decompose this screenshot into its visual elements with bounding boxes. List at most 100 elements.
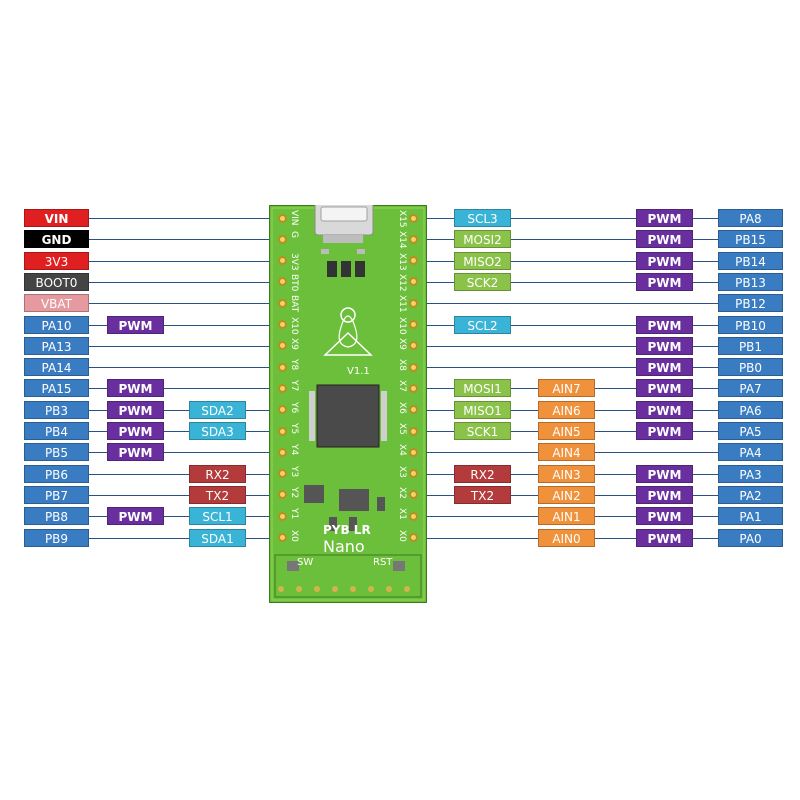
connector-line	[89, 261, 282, 262]
board-rst-label: RST	[373, 557, 393, 568]
connector-line	[415, 282, 718, 283]
pin-label-pb5: PB5	[24, 443, 89, 462]
board-pin-silk-right: X3	[397, 465, 407, 478]
function-label-pwm: PWM	[636, 230, 693, 249]
header-pad	[278, 469, 287, 479]
board-version: V1.1	[347, 366, 370, 377]
board-pin-silk-left: X0	[289, 529, 299, 542]
function-label-scl3: SCL3	[454, 209, 511, 227]
header-pad	[278, 298, 287, 308]
header-pad	[409, 447, 418, 457]
function-label-ain0: AIN0	[538, 528, 595, 547]
connector-line	[415, 218, 718, 219]
header-pad	[278, 213, 287, 223]
function-label-pwm: PWM	[107, 400, 164, 419]
board-pin-silk-right: X0	[397, 529, 407, 542]
pin-label-pa1: PA1	[718, 507, 783, 526]
board-pin-silk-left: 3V3	[289, 252, 299, 271]
board-pin-silk-right: X9	[397, 337, 407, 350]
header-pad	[278, 490, 287, 500]
function-label-rx2: RX2	[454, 464, 511, 483]
pin-label-pa15: PA15	[24, 379, 89, 398]
pin-label-pb6: PB6	[24, 464, 89, 483]
function-label-sck2: SCK2	[454, 272, 511, 291]
board-pin-silk-right: X2	[397, 486, 407, 499]
function-label-pwm: PWM	[107, 443, 164, 462]
function-label-ain2: AIN2	[538, 485, 595, 504]
header-pad	[409, 341, 418, 351]
connector-line	[415, 325, 718, 326]
board-sw-label: SW	[297, 557, 314, 568]
board-pin-silk-right: X1	[397, 508, 407, 521]
function-label-pwm: PWM	[636, 379, 693, 398]
header-pad	[409, 234, 418, 244]
connector-line	[89, 474, 282, 475]
pin-label-pa6: PA6	[718, 400, 783, 419]
pin-label-pb1: PB1	[718, 336, 783, 355]
function-label-ain4: AIN4	[538, 443, 595, 462]
function-label-tx2: TX2	[189, 485, 246, 504]
pin-label-gnd: GND	[24, 230, 89, 249]
function-label-pwm: PWM	[636, 209, 693, 227]
header-pad	[278, 234, 287, 244]
board-pin-silk-left: BAT	[289, 295, 299, 313]
pin-label-pb15: PB15	[718, 230, 783, 249]
header-pad	[409, 426, 418, 436]
function-label-pwm: PWM	[636, 507, 693, 526]
board-pin-silk-right: X7	[397, 380, 407, 393]
pin-label-pb7: PB7	[24, 485, 89, 504]
header-pad	[278, 405, 287, 415]
pin-label-pb4: PB4	[24, 422, 89, 440]
function-label-pwm: PWM	[636, 315, 693, 334]
function-label-pwm: PWM	[107, 507, 164, 526]
pin-label-pa7: PA7	[718, 379, 783, 398]
header-pad	[278, 256, 287, 266]
board-pin-silk-right: X8	[397, 359, 407, 371]
header-pad	[409, 490, 418, 500]
header-pad	[278, 533, 287, 542]
connector-line	[89, 303, 282, 304]
board-pin-silk-left: BT0	[289, 273, 299, 292]
header-pad	[278, 383, 287, 393]
header-pad	[409, 383, 418, 393]
pin-label-pa14: PA14	[24, 358, 89, 377]
connector-line	[415, 346, 718, 347]
board-pin-silk-left: X10	[289, 316, 299, 335]
connector-line	[415, 303, 718, 304]
pin-label-pa5: PA5	[718, 422, 783, 440]
board-artwork	[269, 205, 427, 603]
header-pad	[409, 469, 418, 479]
board-pin-silk-right: X6	[397, 401, 407, 414]
header-pad	[409, 256, 418, 266]
function-label-pwm: PWM	[636, 485, 693, 504]
connector-line	[415, 261, 718, 262]
connector-line	[89, 388, 282, 389]
header-pad	[278, 341, 287, 351]
pin-label-pb13: PB13	[718, 272, 783, 291]
pin-label-boot0: BOOT0	[24, 272, 89, 291]
function-label-pwm: PWM	[636, 528, 693, 547]
pin-label-3v3: 3V3	[24, 251, 89, 270]
board-pin-silk-right: X15	[397, 210, 407, 228]
header-pad	[409, 320, 418, 329]
header-pad	[278, 277, 287, 287]
function-label-pwm: PWM	[636, 464, 693, 483]
header-pad	[278, 447, 287, 457]
connector-line	[89, 495, 282, 496]
connector-line	[89, 218, 282, 219]
connector-line	[89, 325, 282, 326]
function-label-ain1: AIN1	[538, 507, 595, 526]
function-label-pwm: PWM	[636, 272, 693, 291]
board-model-line1: PYB LR	[323, 523, 371, 537]
header-pad	[278, 511, 287, 521]
pin-label-pa0: PA0	[718, 528, 783, 547]
function-label-pwm: PWM	[107, 315, 164, 334]
board-pin-silk-left: X9	[289, 337, 299, 350]
function-label-sda1: SDA1	[189, 528, 246, 547]
connector-line	[89, 516, 282, 517]
function-label-sda2: SDA2	[189, 400, 246, 419]
board-pin-silk-left: G	[289, 231, 299, 239]
function-label-pwm: PWM	[636, 422, 693, 440]
